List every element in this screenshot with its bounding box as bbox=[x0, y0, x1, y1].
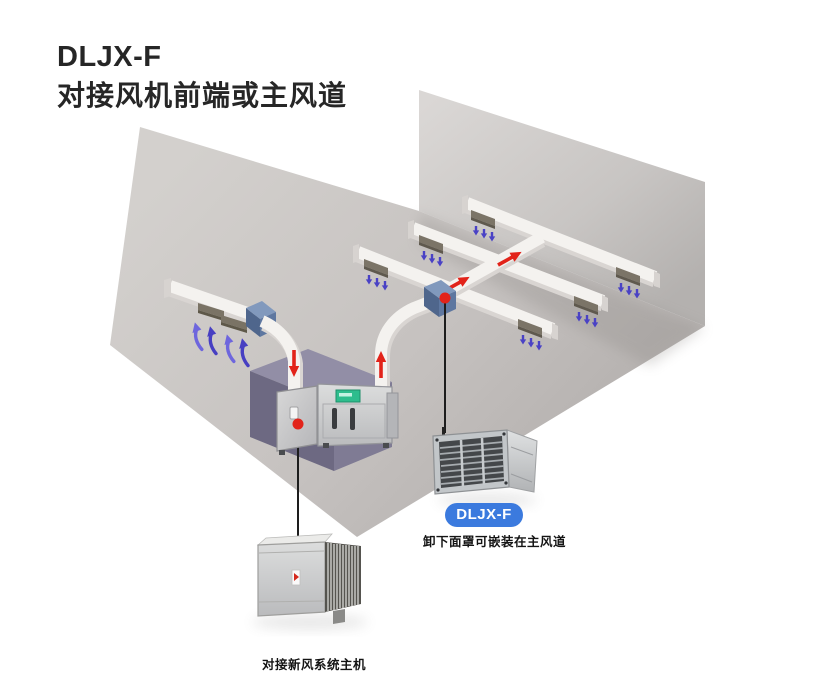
product-model: DLJX-F bbox=[57, 41, 162, 73]
supply-vent bbox=[616, 267, 640, 283]
dljx-unit bbox=[432, 427, 538, 507]
page-title: 对接风机前端或主风道 bbox=[57, 80, 348, 111]
branch-duct-1 bbox=[462, 195, 660, 300]
erv-handle bbox=[332, 408, 337, 429]
callout-dot bbox=[292, 418, 304, 430]
erv-unit bbox=[276, 383, 399, 455]
intake-duct bbox=[164, 278, 259, 369]
supply-vent bbox=[419, 235, 443, 251]
host-unit bbox=[252, 533, 368, 630]
return-vent bbox=[198, 303, 224, 318]
host-logo bbox=[291, 569, 301, 586]
supply-vent bbox=[574, 296, 598, 312]
model-badge: DLJX-F bbox=[445, 503, 523, 527]
dljx-side-panel bbox=[506, 429, 538, 493]
supply-vent bbox=[518, 319, 542, 335]
callout-dot bbox=[439, 292, 451, 304]
unit-shadow bbox=[252, 614, 368, 630]
erv-door-latch bbox=[289, 406, 299, 420]
return-vent bbox=[221, 315, 247, 330]
host-unit-caption: 对接新风系统主机 bbox=[262, 658, 367, 672]
erv-handle bbox=[350, 408, 355, 430]
supply-vent bbox=[471, 210, 495, 226]
host-foot bbox=[333, 609, 345, 624]
supply-vent bbox=[364, 259, 388, 275]
duct-unit-caption: 卸下面罩可嵌装在主风道 bbox=[423, 535, 567, 549]
title-block: DLJX-F 对接风机前端或主风道 bbox=[57, 40, 347, 113]
callout-stub bbox=[442, 427, 445, 437]
